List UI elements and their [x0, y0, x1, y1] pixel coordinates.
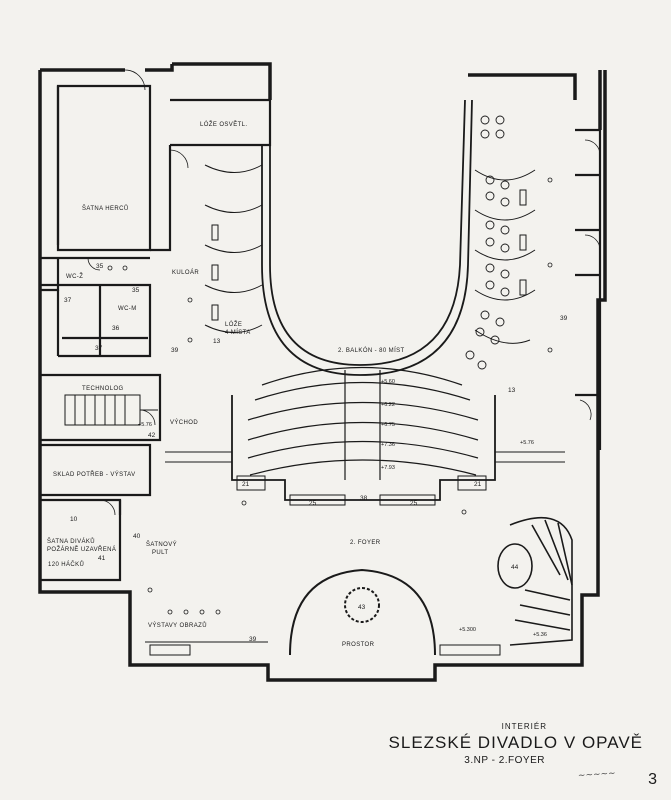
- room-number: 40: [133, 533, 141, 540]
- room-number: 44: [511, 564, 519, 571]
- room-number: 25: [309, 500, 317, 507]
- seating-rows: [247, 366, 479, 480]
- room-number: 42: [148, 432, 156, 439]
- label-satna-2: POŽÁRNĚ UZAVŘENÁ: [47, 545, 116, 553]
- room-number: 39: [249, 636, 257, 643]
- elevation-label: +5.76: [138, 422, 152, 428]
- title-block: INTERIÉR SLEZSKÉ DIVADLO V OPAVĚ 3.NP - …: [389, 722, 643, 766]
- label-wc-z: WC-Ž: [66, 272, 83, 280]
- elevation-label: +6.75: [381, 422, 395, 428]
- balcony-seats-right: [465, 115, 510, 370]
- label-kuloar: KULOÁR: [172, 269, 199, 276]
- label-pult: PULT: [152, 550, 169, 556]
- side-boxes-left: [204, 164, 263, 333]
- room-number: 35: [96, 263, 104, 270]
- room-number: 13: [213, 338, 221, 345]
- label-satnovy: ŠATNOVÝ: [146, 541, 177, 548]
- room-number: 36: [112, 325, 120, 332]
- label-vystavy: VÝSTAVY OBRAZŮ: [148, 622, 207, 629]
- elevation-label: +7.93: [381, 465, 395, 471]
- room-number: 21: [242, 481, 250, 488]
- drawing-category: INTERIÉR: [501, 722, 547, 731]
- spiral-stair: [497, 517, 573, 646]
- room-number: 37: [95, 345, 103, 352]
- room-number: 41: [98, 555, 106, 562]
- elevation-label: +5.76: [520, 440, 534, 446]
- room-number: 21: [474, 481, 482, 488]
- balcony-walkways: [165, 451, 565, 506]
- label-balkon: 2. BALKÓN - 80 MÍST: [338, 347, 405, 354]
- room-number: 37: [64, 297, 72, 304]
- label-satna-hercu: ŠATNA HERCŮ: [82, 205, 129, 212]
- room-number: 43: [358, 604, 366, 611]
- room-labels: ŠATNA HERCŮ LÓŽE OSVĚTL. KULOÁR WC-Ž WC-…: [47, 120, 405, 648]
- label-foyer: 2. FOYER: [350, 540, 381, 546]
- outer-walls: [38, 62, 607, 682]
- ceiling-lights: [107, 177, 553, 615]
- label-vychod: VÝCHOD: [170, 419, 198, 426]
- elevation-label: +6.22: [381, 402, 395, 408]
- label-prostor: PROSTOR: [342, 642, 375, 648]
- room-number: 10: [70, 516, 78, 523]
- stair-left: [64, 394, 158, 426]
- room-number: 13: [508, 387, 516, 394]
- label-4-mista: 4 MÍSTA: [225, 329, 251, 336]
- elevation-label: +5.300: [459, 627, 476, 633]
- inner-walls: [40, 84, 602, 582]
- room-number: 38: [360, 495, 368, 502]
- prostor-rotunda: [289, 568, 436, 656]
- room-number: 39: [171, 347, 179, 354]
- room-number: 25: [410, 500, 418, 507]
- balcony-hall-outline: [231, 99, 496, 501]
- room-number: 35: [132, 287, 140, 294]
- label-technolog: TECHNOLOG: [82, 386, 124, 392]
- room-number: 39: [560, 315, 568, 322]
- label-satna-1: ŠATNA DIVÁKŮ: [47, 538, 95, 545]
- elevation-label: +5.36: [533, 632, 547, 638]
- doors: [87, 69, 601, 516]
- elevation-label: +7.36: [381, 442, 395, 448]
- label-loze: LÓŽE: [225, 320, 242, 328]
- elevation-marks: +5.60 +6.22 +6.75 +7.36 +7.93 +5.76 +5.7…: [138, 379, 547, 638]
- label-satna-3: 120 HÁČKŮ: [48, 561, 84, 568]
- drawing-subtitle: 3.NP - 2.FOYER: [464, 755, 545, 766]
- label-sklad: SKLAD POTŘEB - VÝSTAV: [53, 470, 136, 478]
- sheet-number: 3: [648, 771, 657, 788]
- label-loze-osvetl: LÓŽE OSVĚTL.: [200, 120, 247, 128]
- exhibition-rail: [145, 641, 501, 656]
- elevation-label: +5.60: [381, 379, 395, 385]
- drawing-title: SLEZSKÉ DIVADLO V OPAVĚ: [388, 733, 643, 752]
- label-wc-m: WC-M: [118, 306, 137, 312]
- side-boxes-right: [474, 169, 536, 344]
- room-numbers: 35 35 37 36 37 39 39 39 13 13 42 21 21 2…: [64, 263, 568, 643]
